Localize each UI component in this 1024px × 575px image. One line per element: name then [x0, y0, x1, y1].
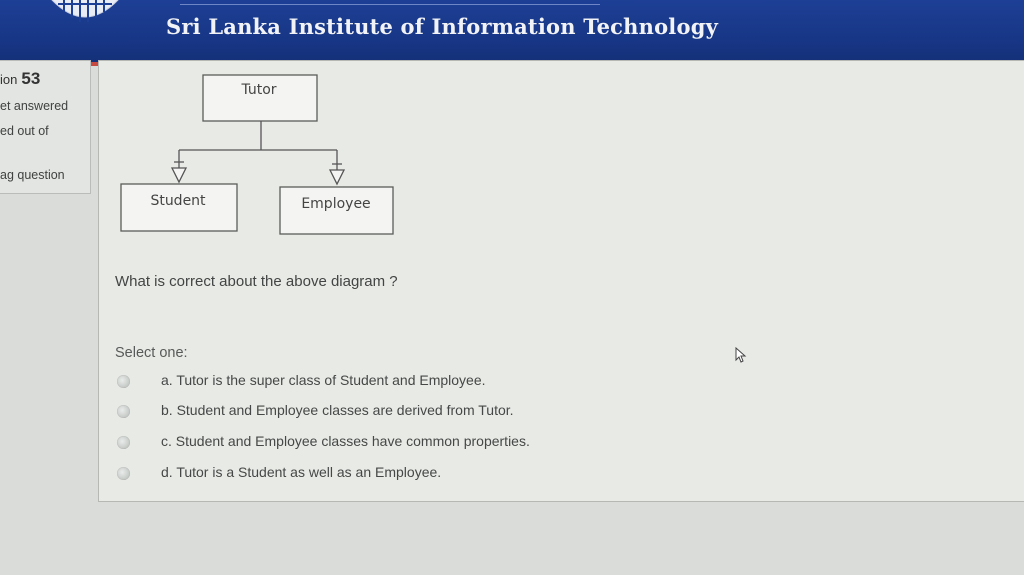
- employee-box: [279, 186, 394, 235]
- inheritance-connectors: [170, 121, 346, 186]
- tutor-box: [202, 74, 318, 122]
- option-c-radio[interactable]: [117, 435, 130, 449]
- employee-label: Employee: [301, 196, 370, 212]
- institute-logo: [51, 0, 119, 22]
- student-box: [120, 183, 238, 232]
- question-panel: Tutor Student Employee What is correct a…: [98, 60, 1024, 502]
- class-diagram: Tutor Student Employee: [120, 74, 394, 235]
- marks-label: ed out of: [0, 124, 49, 138]
- option-c-text[interactable]: c. Student and Employee classes have com…: [161, 433, 530, 449]
- question-label: ion: [0, 72, 18, 87]
- option-b[interactable]: b. Student and Employee classes are deri…: [117, 401, 514, 421]
- student-label: Student: [150, 193, 206, 209]
- option-a-text[interactable]: a. Tutor is the super class of Student a…: [161, 372, 486, 388]
- tutor-label: Tutor: [240, 82, 276, 98]
- site-header: Sri Lanka Institute of Information Techn…: [0, 0, 1024, 62]
- question-text: What is correct about the above diagram …: [115, 273, 398, 290]
- header-rule: [180, 4, 600, 5]
- option-d-radio[interactable]: [117, 466, 130, 480]
- answer-status: et answered: [0, 99, 69, 113]
- select-one-label: Select one:: [115, 345, 188, 361]
- option-a-radio[interactable]: [117, 374, 130, 388]
- question-number: 53: [21, 69, 41, 88]
- option-b-radio[interactable]: [117, 404, 130, 418]
- option-b-text[interactable]: b. Student and Employee classes are deri…: [161, 402, 514, 418]
- option-d-text[interactable]: d. Tutor is a Student as well as an Empl…: [161, 464, 442, 480]
- option-c[interactable]: c. Student and Employee classes have com…: [117, 432, 530, 452]
- flag-question-link[interactable]: ag question: [0, 168, 65, 182]
- institute-name: Sri Lanka Institute of Information Techn…: [166, 14, 718, 39]
- option-d[interactable]: d. Tutor is a Student as well as an Empl…: [117, 463, 441, 483]
- option-a[interactable]: a. Tutor is the super class of Student a…: [117, 371, 486, 391]
- mouse-cursor-icon: [735, 347, 747, 363]
